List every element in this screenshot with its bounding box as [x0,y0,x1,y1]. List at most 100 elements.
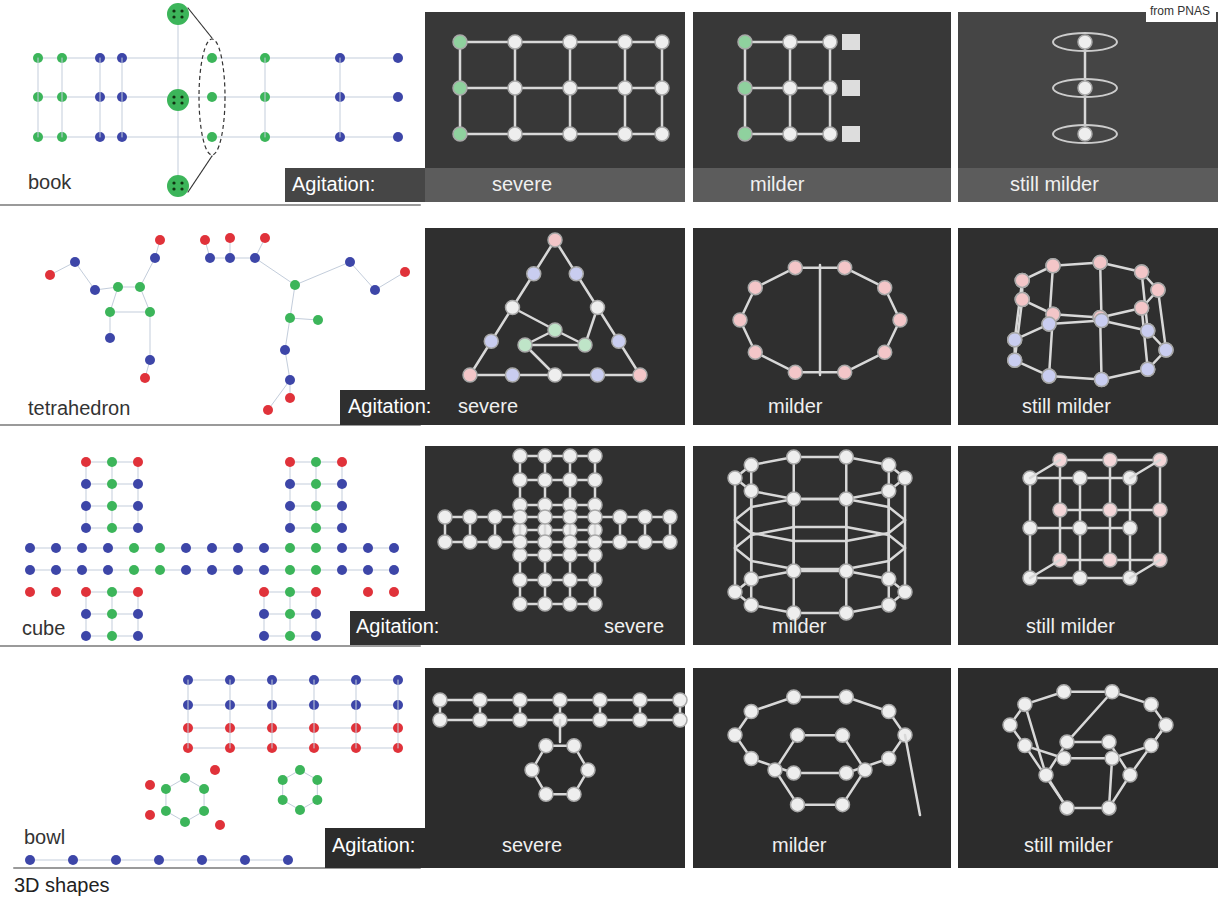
bead-node [823,35,837,49]
bead-node [538,597,552,611]
bead-dot [250,253,260,263]
bead-node [613,510,627,524]
bead-node [1141,324,1155,338]
elastic-strut [1158,290,1166,350]
bead-node [1073,521,1087,535]
bead-dot [145,355,155,365]
shape-name: book [28,171,71,194]
bead-node [783,35,797,49]
bead-node [1015,293,1029,307]
bead-node [839,492,853,506]
bead-dot [345,257,355,267]
bead-node [1095,313,1109,327]
bead-node [1078,127,1092,141]
bead-node [1042,369,1056,383]
bead-dot [259,565,269,575]
bead-dot [145,810,155,820]
bead-dot [225,233,235,243]
bead-dot [107,609,117,619]
bead-node [1095,373,1109,387]
bead-node [538,573,552,587]
bead-node [1093,255,1107,269]
bead-node [728,728,742,742]
bead-dot [285,479,295,489]
bead-node [588,548,602,562]
bead-dot [207,53,217,63]
bead-node [1018,697,1032,711]
bead-node [433,693,447,707]
bead-node [839,766,853,780]
clip-block [842,34,860,50]
bracket-line [188,8,212,38]
caption-bar [958,168,1218,202]
bead-dot [215,820,225,830]
bead-dot [285,313,295,323]
bead-dot [363,565,373,575]
bead-node [1003,718,1017,732]
photo-panel [693,446,951,645]
caption-bar [285,168,425,202]
bead-dot [285,393,295,403]
bead-node [733,313,747,327]
elastic-strut [520,579,595,582]
bead-dot [133,457,143,467]
bead-dot [105,333,115,343]
elastic-strut [889,535,905,548]
bead-dot [133,609,143,619]
bead-node [453,127,467,141]
hub-mark [172,15,175,18]
elastic-strut [905,735,920,815]
bead-dot [263,405,273,415]
bead-dot [312,795,322,805]
bead-node [527,267,541,281]
condition-label: milder [772,834,826,857]
bead-node [1103,453,1117,467]
bead-node [633,713,647,727]
bead-dot [181,565,191,575]
bead-node [728,471,742,485]
bead-dot [81,457,91,467]
bead-node [839,606,853,620]
bead-node [539,787,553,801]
bead-node [1008,333,1022,347]
bead-node [1153,503,1167,517]
bead-dot [25,543,35,553]
caption-bar [325,828,430,868]
bead-dot [133,479,143,489]
bead-dot [77,543,87,553]
elastic-strut [794,612,847,615]
bead-node [878,281,892,295]
link-line [350,262,375,290]
link-line [290,462,291,528]
bead-dot [107,523,117,533]
bead-node [823,127,837,141]
link-line [290,285,295,318]
bead-dot [140,373,150,383]
bead-dot [393,132,403,142]
bead-dot [161,784,171,794]
bead-dot [311,501,321,511]
bead-node [513,510,527,524]
bead-node [1023,521,1037,535]
bead-node [744,752,758,766]
hub-mark [172,101,175,104]
bead-node [655,81,669,95]
bead-node [1144,697,1158,711]
caption-bar [693,168,951,202]
link-line [316,462,317,528]
bead-node [1135,301,1149,315]
bead-dot [81,631,91,641]
link-line [188,680,398,681]
condition-label: still milder [1024,834,1113,857]
bead-dot [290,280,300,290]
bead-node [787,564,801,578]
bead-node [838,261,852,275]
bead-dot [181,543,191,553]
bead-node [638,535,652,549]
elastic-strut [1049,376,1102,380]
link-line [62,58,63,137]
bead-node [548,323,562,337]
bead-node [1103,503,1117,517]
bead-node [1015,293,1029,307]
